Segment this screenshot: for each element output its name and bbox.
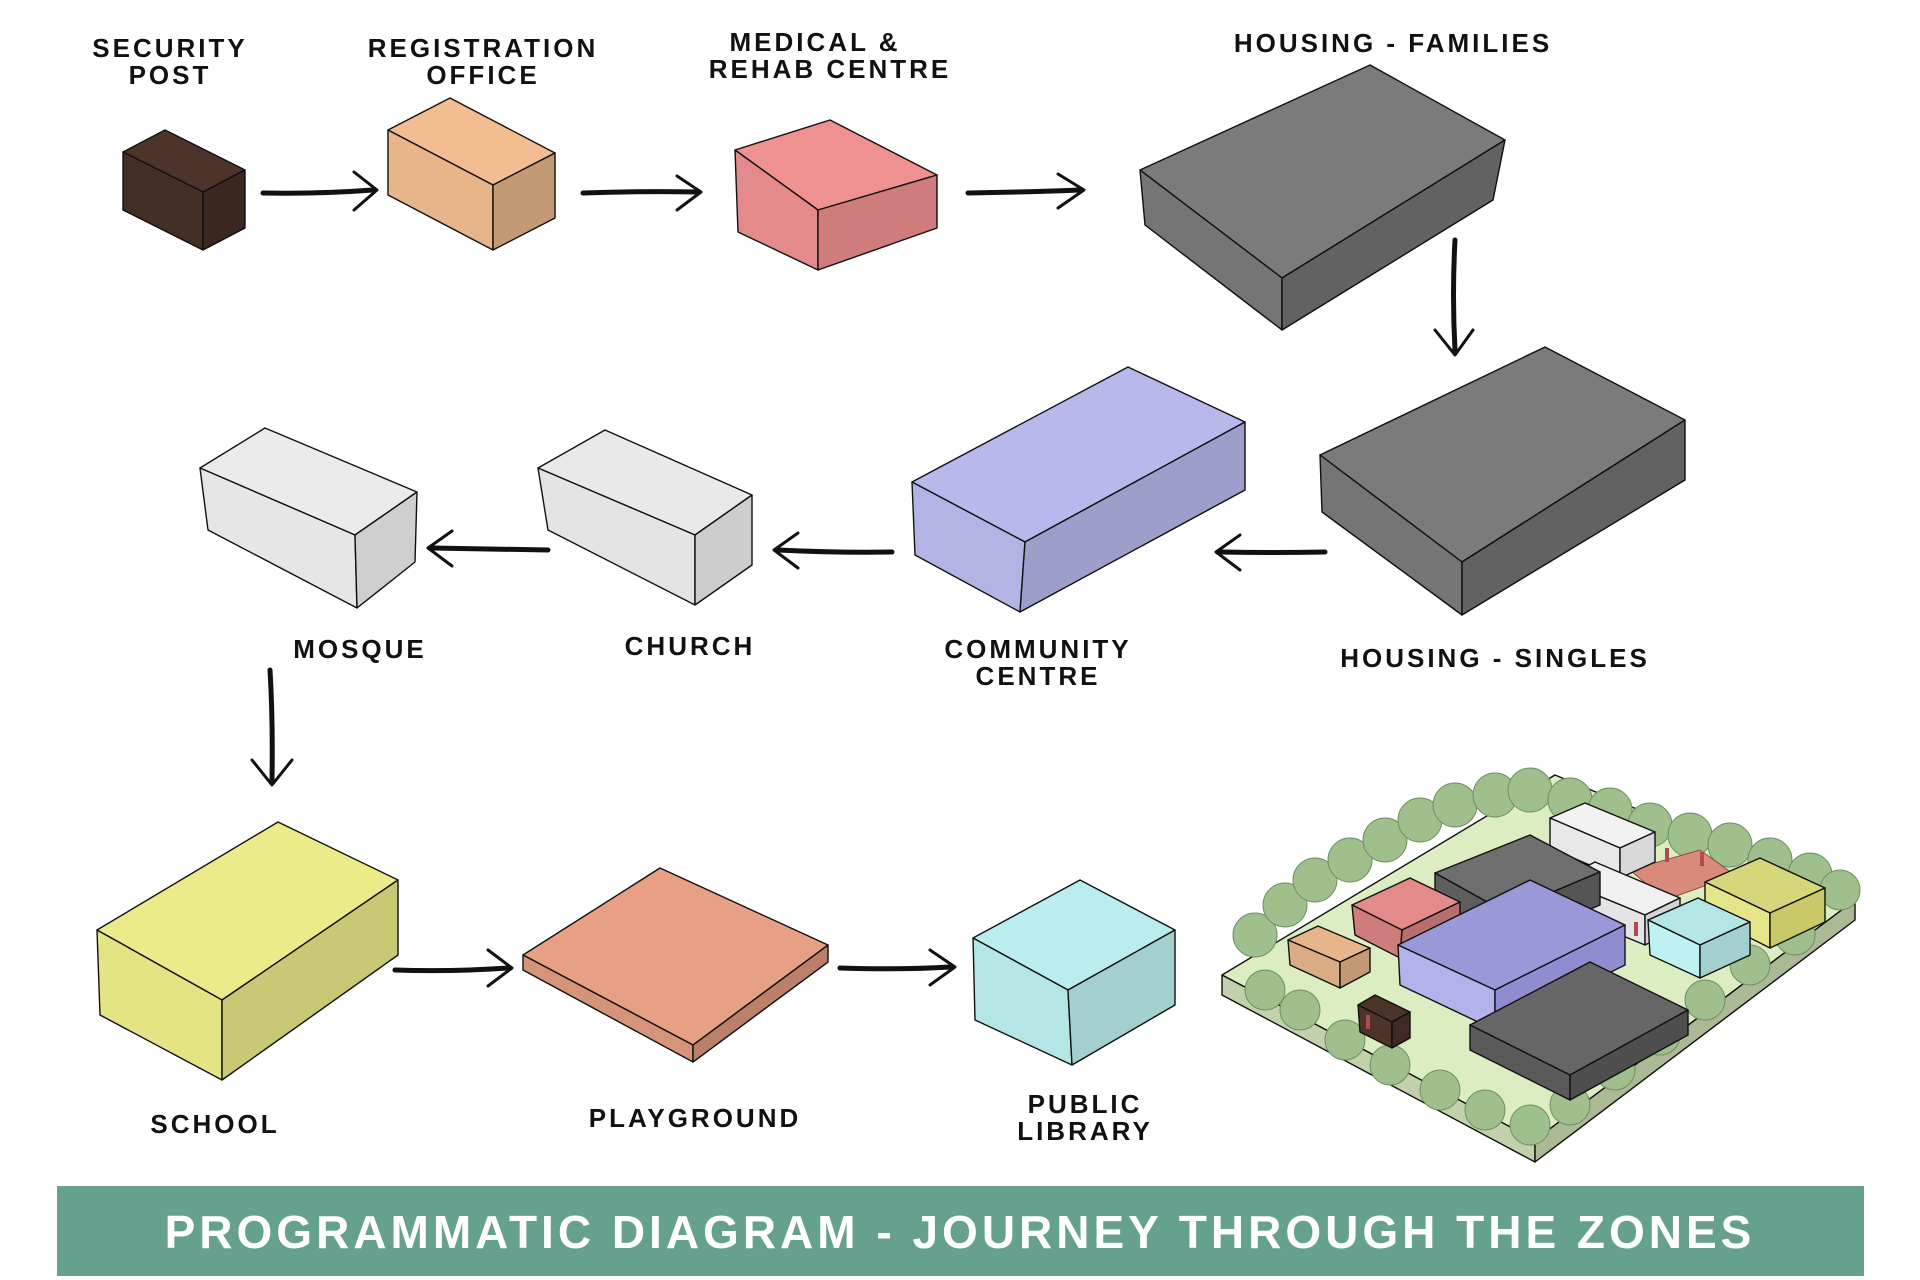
school-block bbox=[96, 821, 399, 1081]
registration-office-label-line1: REGISTRATION bbox=[368, 33, 599, 63]
church-label: CHURCH bbox=[625, 631, 756, 661]
medical-rehab-centre-block bbox=[734, 119, 938, 271]
arrow-security-to-registration bbox=[260, 170, 379, 212]
arrow-community-to-church bbox=[772, 531, 895, 570]
arrow-medical-to-housing bbox=[965, 172, 1086, 210]
registration-office-block bbox=[387, 97, 556, 251]
arrow-singles-to-community bbox=[1214, 533, 1328, 572]
housing-families-block bbox=[1139, 64, 1506, 331]
community-centre-label-line2: CENTRE bbox=[976, 661, 1101, 691]
security-post-label-line2: POST bbox=[129, 60, 212, 90]
church-block bbox=[537, 429, 753, 606]
security-post-label-line1: SECURITY bbox=[92, 33, 247, 63]
title-banner bbox=[57, 1186, 1864, 1276]
public-library-label-line2: LIBRARY bbox=[1017, 1116, 1153, 1146]
arrow-mosque-to-school bbox=[250, 667, 294, 787]
housing-singles-block bbox=[1319, 346, 1686, 616]
community-centre-block bbox=[911, 366, 1246, 613]
registration-office-label-line2: OFFICE bbox=[426, 60, 539, 90]
mosque-label: MOSQUE bbox=[293, 634, 427, 664]
playground-block bbox=[522, 867, 829, 1063]
arrow-families-to-singles bbox=[1433, 237, 1475, 357]
security-post-block bbox=[122, 129, 246, 251]
housing-singles-label: HOUSING - SINGLES bbox=[1340, 643, 1650, 673]
diagram-title: PROGRAMMATIC DIAGRAM - JOURNEY THROUGH T… bbox=[165, 1206, 1756, 1258]
mosque-block bbox=[199, 427, 418, 609]
arrow-registration-to-medical bbox=[580, 174, 703, 212]
community-centre-label-line1: COMMUNITY bbox=[944, 634, 1131, 664]
site-overview-model bbox=[1221, 767, 1861, 1163]
public-library-block bbox=[972, 879, 1176, 1066]
medical-rehab-label-line1: MEDICAL & bbox=[730, 27, 901, 57]
housing-families-label: HOUSING - FAMILIES bbox=[1234, 28, 1552, 58]
public-library-label-line1: PUBLIC bbox=[1028, 1089, 1143, 1119]
arrow-playground-to-library bbox=[837, 948, 957, 987]
arrow-church-to-mosque bbox=[426, 529, 551, 568]
medical-rehab-label-line2: REHAB CENTRE bbox=[709, 54, 952, 84]
school-label: SCHOOL bbox=[150, 1109, 279, 1139]
playground-label: PLAYGROUND bbox=[589, 1103, 802, 1133]
arrow-school-to-playground bbox=[392, 948, 514, 988]
